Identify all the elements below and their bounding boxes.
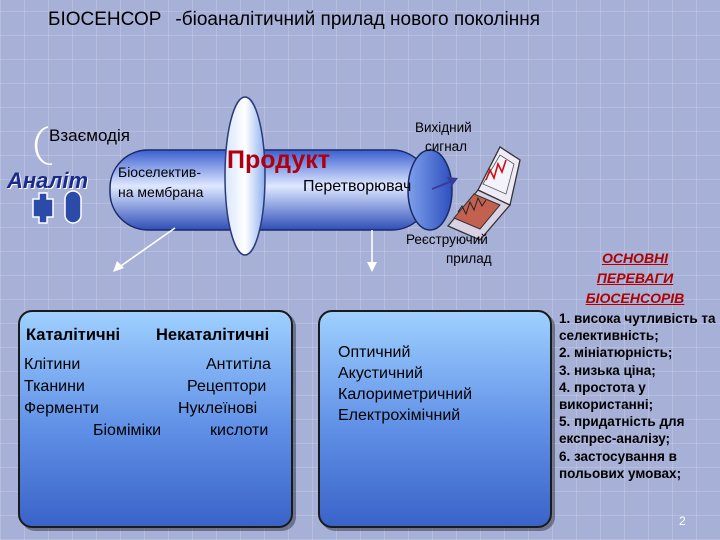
left-item-1: Клітини <box>24 356 81 373</box>
advantage-item-3: 3. низька ціна; <box>559 362 656 378</box>
left-item-2: Тканини <box>24 378 85 395</box>
advantage-item-6: 6. застосування в польових умовах; <box>559 448 682 481</box>
title-main: БІОСЕНСОР <box>48 9 162 30</box>
advantages-title-line2: ПЕРЕВАГИ <box>596 270 674 286</box>
advantage-item-1: 1. висока чутливість та селективність; <box>559 311 716 344</box>
output-signal-line1: Вихідний <box>415 120 472 135</box>
recorder-label-line2: прилад <box>446 251 492 266</box>
tube-end-cap <box>407 149 453 231</box>
right-item-3: Нуклеїнові <box>178 400 258 417</box>
molecule-shape-right-icon <box>64 190 82 224</box>
right-item-1: Антитіла <box>206 356 271 373</box>
molecule-shape-left-icon <box>32 192 54 224</box>
method-item-2: Акустичний <box>338 365 423 382</box>
left-item-3: Ферменти <box>24 400 99 417</box>
product-label: Продукт <box>227 146 331 174</box>
recorder-label-line1: Реєструючий <box>406 232 488 247</box>
title-subtitle: -біоаналітичний прилад нового покоління <box>175 9 541 30</box>
output-signal-line2: сигнал <box>425 139 468 154</box>
analyte-label: Аналіт <box>7 168 89 193</box>
membrane-label-line2: на мембрана <box>118 184 204 200</box>
acids-item: кислоти <box>210 422 269 439</box>
interaction-label: Взаємодія <box>49 126 130 145</box>
membrane-ellipse <box>224 96 266 256</box>
recorder-device-icon <box>446 146 521 241</box>
signal-arrow <box>431 180 453 190</box>
slide-title: БІОСЕНСОР -біоаналітичний прилад нового п… <box>48 9 540 31</box>
advantage-item-4: 4. простота у використанні; <box>559 379 654 413</box>
arrow-to-catalytic-panel <box>117 227 176 269</box>
method-item-1: Оптичний <box>338 344 411 361</box>
methods-panel: Оптичний Акустичний Калориметричний Елек… <box>318 310 552 528</box>
transducer-label: Перетворювач <box>303 178 412 195</box>
noncatalytic-heading: Некаталітичні <box>156 326 270 344</box>
advantages-title-line3: БІОСЕНСОРІВ <box>585 290 685 306</box>
method-item-3: Калориметричний <box>338 386 473 403</box>
catalytic-heading: Каталітичні <box>26 326 121 344</box>
page-number: 2 <box>679 514 686 528</box>
catalytic-panel: Каталітичні Некаталітичні Клітини Тканин… <box>18 310 293 528</box>
right-item-2: Рецептори <box>187 378 267 395</box>
advantages-list: 1. висока чутливість та селективність; 2… <box>559 310 719 482</box>
arrowhead-left-icon <box>113 261 124 272</box>
advantage-item-2: 2. мініатюрність; <box>559 345 673 361</box>
biomimics-item: Біоміміки <box>93 422 161 439</box>
advantages-title-line1: ОСНОВНІ <box>601 250 669 266</box>
membrane-label-line1: Біоселектив- <box>118 164 201 180</box>
signal-arrowhead-icon <box>447 177 458 186</box>
advantages-title: ОСНОВНІ ПЕРЕВАГИ БІОСЕНСОРІВ <box>560 248 710 308</box>
advantage-item-5: 5. придатність для експрес-аналізу; <box>559 414 685 447</box>
arrowhead-down-icon <box>367 262 377 272</box>
crescent-molecule-icon <box>34 126 53 165</box>
method-item-4: Електрохімічний <box>338 407 461 424</box>
